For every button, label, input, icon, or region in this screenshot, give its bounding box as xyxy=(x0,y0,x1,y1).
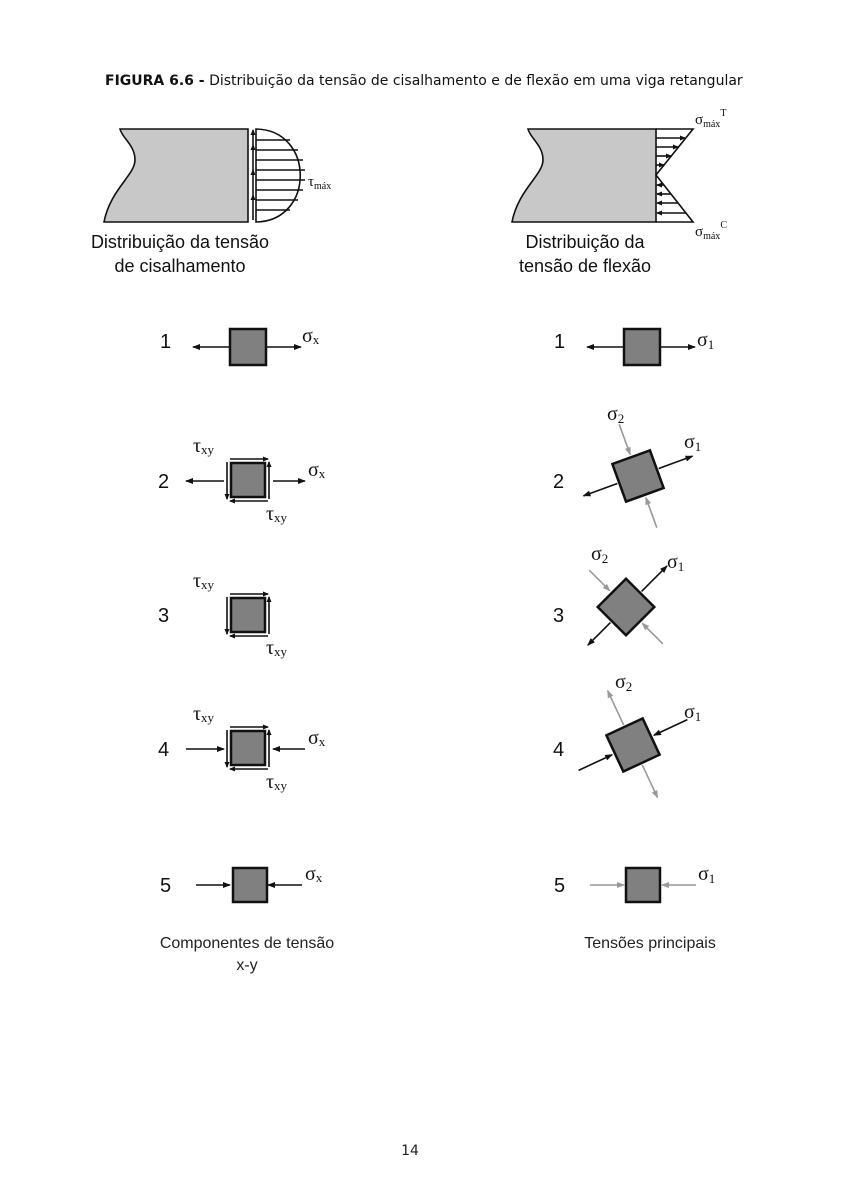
tau-xy-label: τxy xyxy=(266,503,288,525)
sigma-max-tension-label: σmáxT xyxy=(695,108,726,130)
tau-xy-label: τxy xyxy=(193,435,215,457)
row-number: 2 xyxy=(553,471,564,493)
sigma-1-label: σ1 xyxy=(697,329,714,352)
figure-title-text: Distribuição da tensão de cisalhamento e… xyxy=(209,73,743,89)
xy-components-caption-line2: x-y xyxy=(236,957,257,974)
shear-caption-line2: de cisalhamento xyxy=(114,256,245,276)
sigma-2-label: σ2 xyxy=(615,671,632,694)
row-number: 5 xyxy=(554,875,565,897)
row-number: 1 xyxy=(554,331,565,353)
sigma-x-label: σx xyxy=(302,325,320,347)
row-number: 3 xyxy=(553,605,564,627)
bending-caption-line1: Distribuição da xyxy=(525,232,645,252)
sigma-x-label: σx xyxy=(308,727,326,749)
sigma-1-label: σ1 xyxy=(684,701,701,724)
tau-xy-label: τxy xyxy=(193,570,215,592)
tau-max-label: τmáx xyxy=(308,174,331,192)
xy-components-caption: Componentes de tensão xyxy=(160,935,334,952)
sigma-2-label: σ2 xyxy=(607,403,624,426)
row-number: 4 xyxy=(553,739,564,761)
sigma-2-label: σ2 xyxy=(591,543,608,566)
sigma-x-label: σx xyxy=(308,459,326,481)
row-number: 5 xyxy=(160,875,171,897)
tau-xy-label: τxy xyxy=(266,771,288,793)
figure-label: FIGURA 6.6 - xyxy=(105,73,205,89)
principal-stresses-column: 1 σ1 2 σ2 σ1 3 σ2 σ1 4 xyxy=(553,327,716,952)
sigma-x-label: σx xyxy=(305,863,323,885)
tau-xy-label: τxy xyxy=(266,637,288,659)
row-number: 3 xyxy=(158,605,169,627)
figure-title: FIGURA 6.6 - Distribuição da tensão de c… xyxy=(105,73,743,89)
bending-caption-line2: tensão de flexão xyxy=(519,256,651,276)
page-number: 14 xyxy=(401,1143,419,1159)
bending-stress-diagram: σmáxT σmáxC Distribuição da tensão de fl… xyxy=(511,108,727,276)
tau-xy-label: τxy xyxy=(193,703,215,725)
sigma-max-compression-label: σmáxC xyxy=(695,220,727,242)
sigma-1-label: σ1 xyxy=(667,551,684,574)
row-number: 1 xyxy=(160,331,171,353)
shear-caption-line1: Distribuição da tensão xyxy=(91,232,269,252)
row-number: 4 xyxy=(158,739,169,761)
shear-stress-diagram: τmáx Distribuição da tensão de cisalhame… xyxy=(91,128,331,276)
principal-stresses-caption: Tensões principais xyxy=(584,935,716,952)
sigma-1-label: σ1 xyxy=(684,431,701,454)
row-number: 2 xyxy=(158,471,169,493)
xy-components-column: 1 σx 2 τxy τxy σx 3 τxy τxy 4 τxy xyxy=(158,325,334,974)
sigma-1-label: σ1 xyxy=(698,863,715,886)
